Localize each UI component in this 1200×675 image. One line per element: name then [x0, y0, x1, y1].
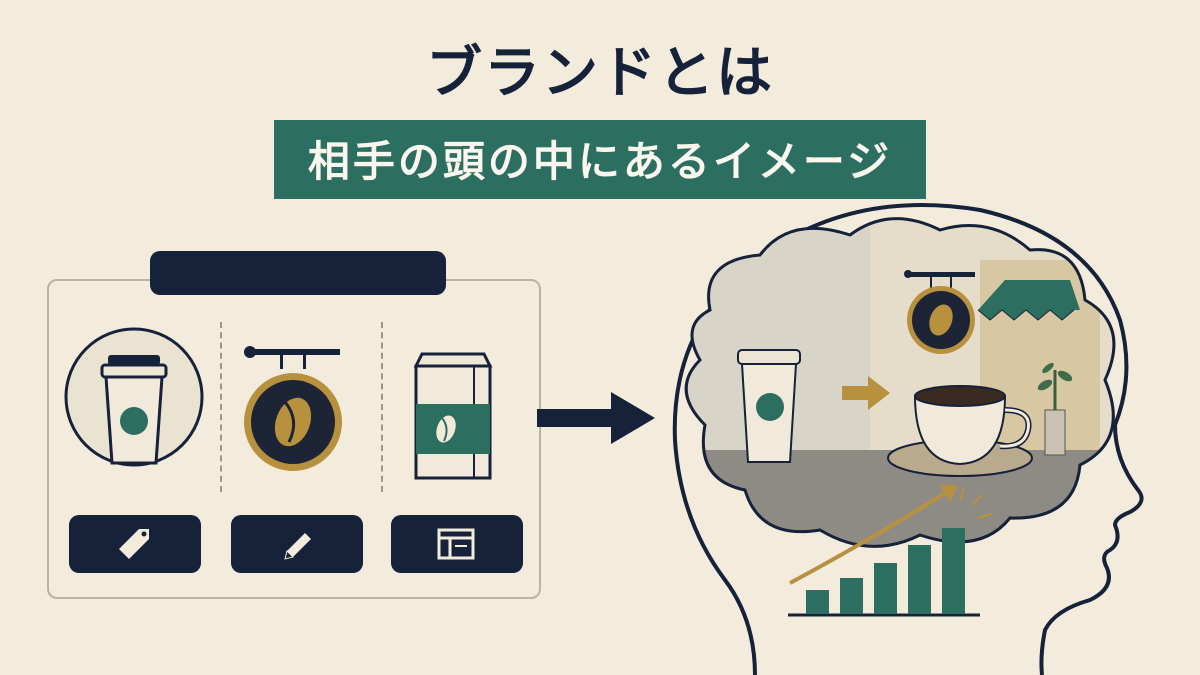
growth-bar	[942, 528, 965, 614]
tag-button[interactable]	[69, 515, 201, 573]
panel-divider	[220, 322, 222, 492]
growth-bar	[874, 563, 897, 614]
layout-template-icon	[437, 528, 475, 560]
growth-bar	[840, 578, 863, 614]
subtitle-banner: 相手の頭の中にあるイメージ	[273, 120, 927, 199]
head-illustration	[672, 203, 1144, 675]
edit-button[interactable]	[231, 515, 363, 573]
coffee-cup-logo-icon	[64, 327, 204, 467]
coffee-package-icon	[413, 352, 493, 480]
growth-bar	[806, 590, 829, 614]
panel-divider	[381, 322, 383, 492]
arrow-right-icon	[537, 392, 655, 444]
page-title: ブランドとは	[426, 41, 774, 106]
pencil-icon	[284, 533, 311, 560]
growth-bar	[908, 545, 931, 614]
layout-button[interactable]	[391, 515, 523, 573]
price-tag-icon	[119, 529, 149, 559]
hanging-sign-icon	[244, 346, 342, 471]
panel-header-bar	[150, 251, 446, 295]
